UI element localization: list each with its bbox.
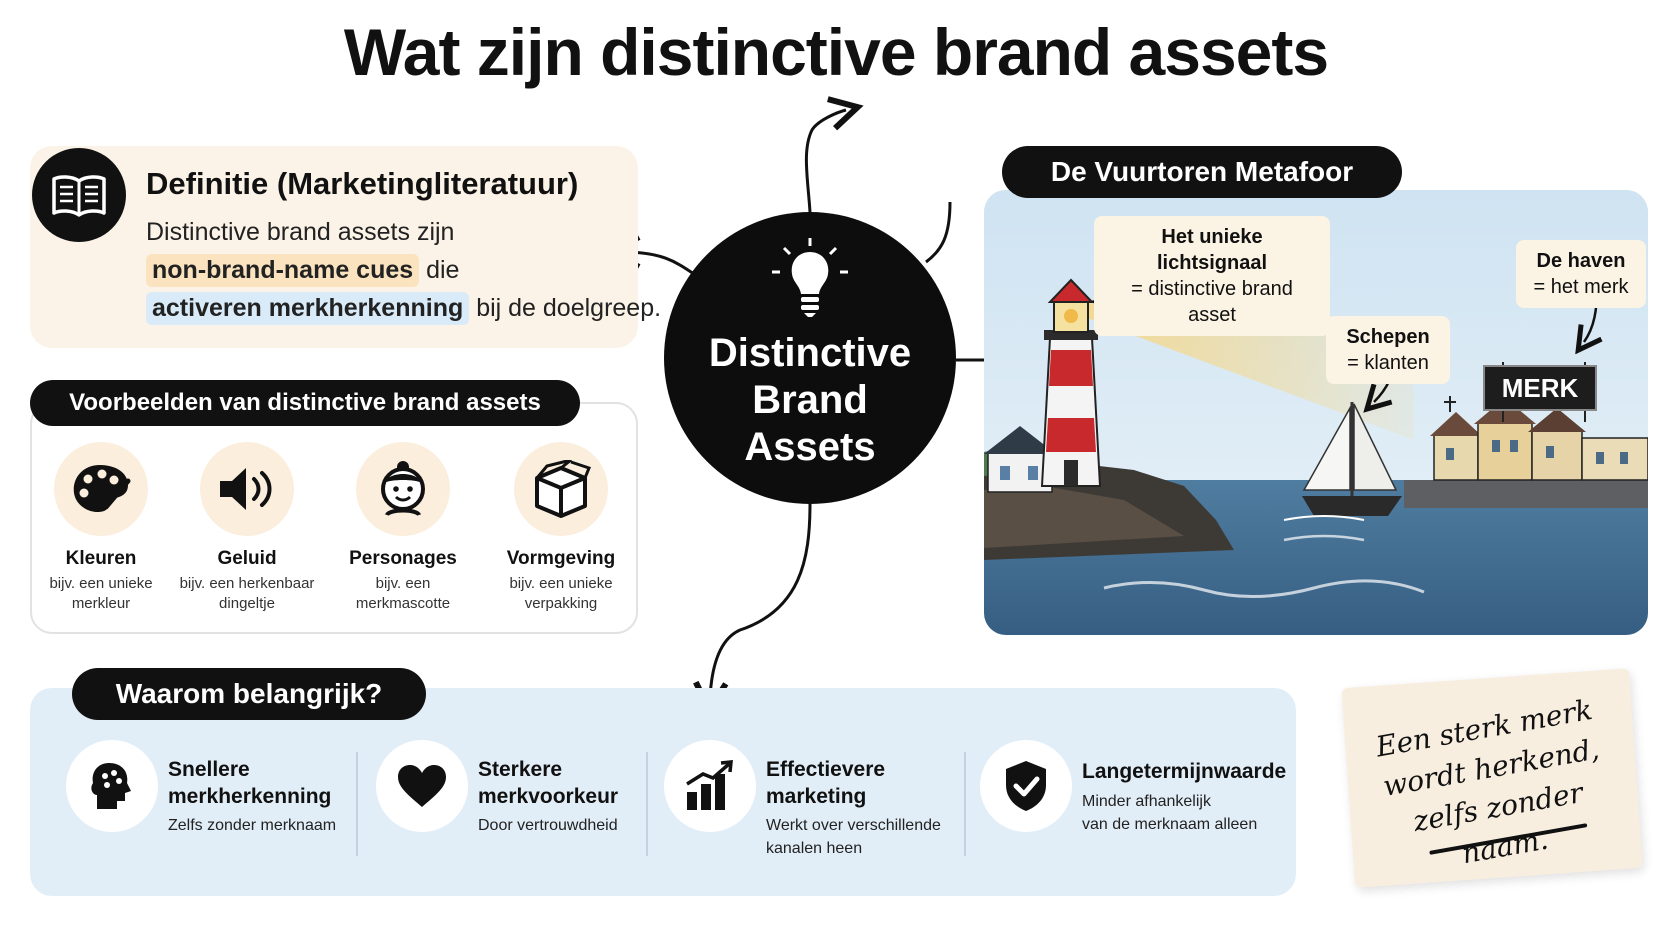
why-sub-line: Door vertrouwdheid — [478, 817, 618, 834]
metaphor-title: De Vuurtoren Metafoor — [1002, 146, 1402, 198]
example-label: Personages — [349, 548, 457, 569]
shield-check-icon — [980, 740, 1072, 832]
example-sub: bijv. een merkmascotte — [355, 575, 451, 612]
callout-harbor-meaning: = het merk — [1533, 276, 1629, 298]
example-label: Kleuren — [65, 548, 137, 569]
bar-chart-icon — [664, 740, 756, 832]
why-item-sub: Werkt over verschillende kanalen heen — [766, 814, 986, 860]
why-sub-line: van de merknaam alleen — [1082, 816, 1258, 833]
palette-icon — [54, 442, 148, 536]
why-divider — [356, 752, 358, 856]
why-item-title: Snellere merkherkenning — [168, 756, 378, 810]
why-item-sub: Minder afhankelijk van de merknaam allee… — [1082, 790, 1302, 836]
example-label: Geluid — [217, 548, 277, 569]
center-line-3: Assets — [744, 425, 876, 469]
mascot-icon — [356, 442, 450, 536]
book-icon — [32, 148, 126, 242]
why-title-line: merkvoorkeur — [478, 785, 619, 808]
example-sub: bijv. een herkenbaar dingeltje — [179, 575, 315, 612]
why-item-title: Sterkere merkvoorkeur — [478, 756, 688, 810]
page-title: Wat zijn distinctive brand assets — [343, 15, 1329, 89]
highlight-non-brand-name-cues: non-brand-name cues — [146, 254, 420, 287]
callout-light-signal: Het unieke lichtsignaal = distinctive br… — [1094, 216, 1330, 336]
callout-ships-title: Schepen — [1346, 326, 1430, 348]
definition-line-1: Distinctive brand assets zijn — [146, 218, 455, 246]
example-vormgeving: Vormgeving bijv. een unieke verpakking — [486, 442, 636, 614]
callout-harbor: De haven = het merk — [1516, 240, 1646, 308]
why-sub-line: Zelfs zonder merknaam — [168, 817, 337, 834]
why-title-line: Sterkere — [478, 758, 563, 781]
why-item-sub: Door vertrouwdheid — [478, 814, 698, 837]
why-item-title: Effectievere marketing — [766, 756, 976, 810]
why-title-line: marketing — [766, 785, 867, 808]
why-title-line: merkherkenning — [168, 785, 332, 808]
why-divider — [646, 752, 648, 856]
why-divider — [964, 752, 966, 856]
callout-light-title: Het unieke lichtsignaal — [1156, 226, 1268, 274]
why-sub-line: kanalen heen — [766, 840, 863, 857]
callout-ships-meaning: = klanten — [1347, 352, 1429, 374]
why-sub-line: Minder afhankelijk — [1082, 793, 1211, 810]
callout-harbor-title: De haven — [1536, 250, 1626, 272]
example-kleuren: Kleuren bijv. een unieke merkleur — [26, 442, 176, 614]
examples-title: Voorbeelden van distinctive brand assets — [30, 380, 580, 426]
example-sub: bijv. een unieke verpakking — [509, 575, 613, 612]
central-node: Distinctive Brand Assets — [664, 212, 956, 504]
why-item-sub: Zelfs zonder merknaam — [168, 814, 388, 837]
callout-light-meaning: = distinctive brand asset — [1131, 278, 1293, 326]
why-sub-line: Werkt over verschillende — [766, 817, 941, 834]
callout-ships: Schepen = klanten — [1326, 316, 1450, 384]
why-title-line: Effectievere — [766, 758, 886, 781]
sticky-note: Een sterk merk wordt herkend, zelfs zond… — [1341, 668, 1643, 888]
center-line-1: Distinctive — [708, 331, 912, 375]
package-icon — [514, 442, 608, 536]
definition-line-2: non-brand-name cues die — [146, 254, 459, 287]
example-label: Vormgeving — [506, 548, 616, 569]
example-geluid: Geluid bijv. een herkenbaar dingeltje — [172, 442, 322, 614]
center-line-2: Brand — [752, 378, 868, 422]
why-title-line: Snellere — [168, 758, 250, 781]
why-title-line: Langetermijnwaarde — [1082, 760, 1287, 783]
example-personages: Personages bijv. een merkmascotte — [328, 442, 478, 614]
example-sub: bijv. een unieke merkleur — [49, 575, 153, 612]
lightbulb-icon — [772, 238, 848, 317]
highlight-activeren-merkherkenning: activeren merkherkenning — [146, 292, 470, 325]
merk-sign-text: MERK — [1501, 373, 1579, 403]
definition-end-text: bij de doelgreep. — [469, 294, 662, 322]
heart-icon — [376, 740, 468, 832]
why-item-title: Langetermijnwaarde — [1082, 758, 1322, 785]
definition-title: Definitie (Marketingliteratuur) — [146, 166, 579, 201]
why-title: Waarom belangrijk? — [72, 668, 426, 720]
brain-icon — [66, 740, 158, 832]
definition-line-3: activeren merkherkenning bij de doelgree… — [146, 292, 661, 325]
why-box — [30, 688, 1296, 896]
lighthouse-scene: MERK Het unieke lichtsignaal = distincti… — [984, 190, 1648, 635]
definition-connector-text: die — [419, 256, 460, 284]
speaker-icon — [200, 442, 294, 536]
